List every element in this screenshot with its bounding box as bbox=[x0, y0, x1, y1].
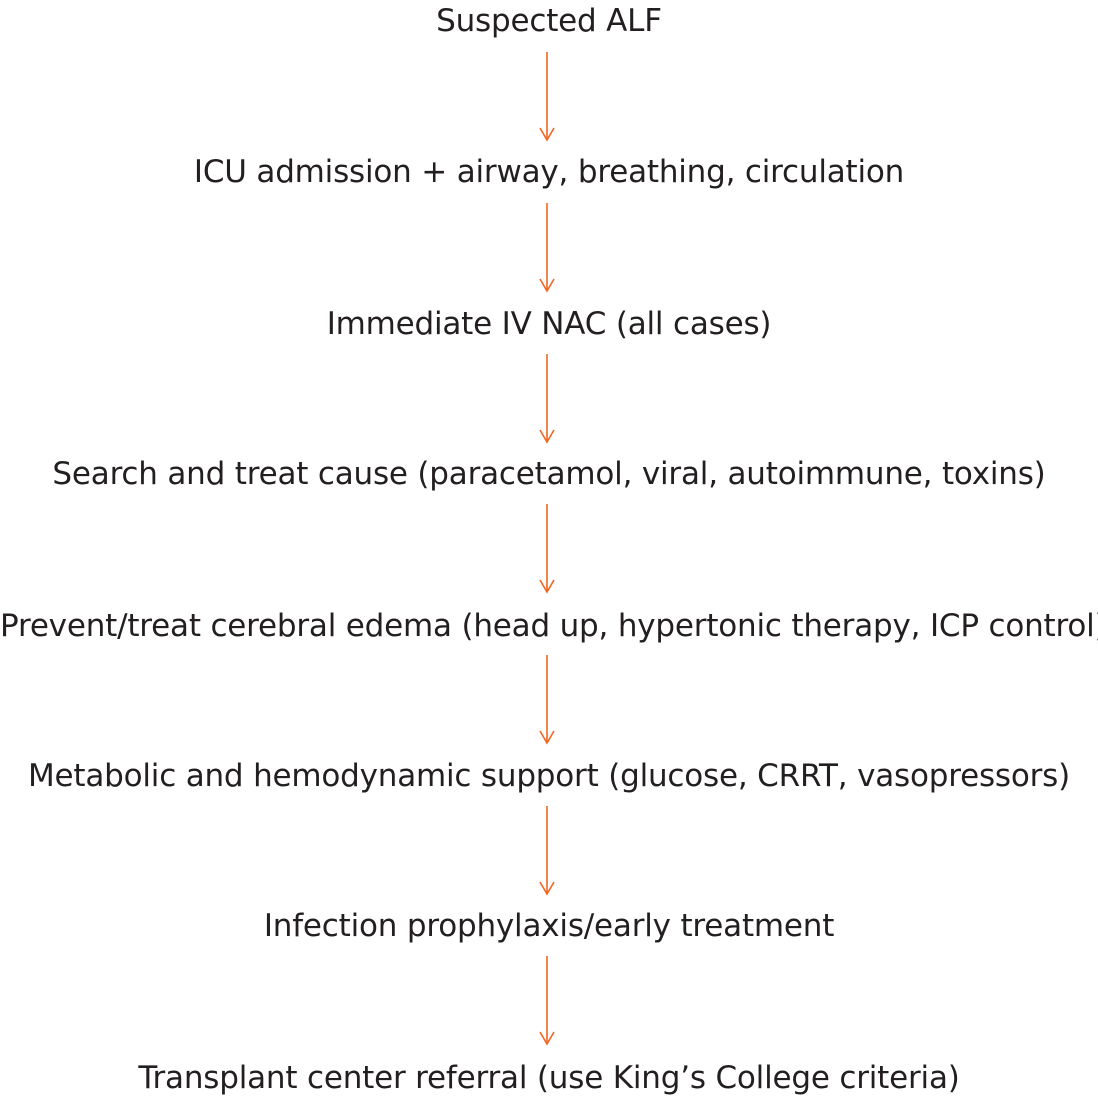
down-arrow-icon bbox=[539, 504, 555, 594]
step-cerebral-edema: Prevent/treat cerebral edema (head up, h… bbox=[0, 608, 1098, 644]
down-arrow-icon bbox=[539, 956, 555, 1046]
down-arrow-icon bbox=[539, 806, 555, 896]
step-infection-prophylaxis: Infection prophylaxis/early treatment bbox=[263, 908, 835, 944]
down-arrow-icon bbox=[539, 354, 555, 444]
step-immediate-iv-nac: Immediate IV NAC (all cases) bbox=[326, 306, 772, 342]
step-transplant-referral: Transplant center referral (use King’s C… bbox=[138, 1060, 960, 1096]
step-icu-admission: ICU admission + airway, breathing, circu… bbox=[193, 154, 905, 190]
step-metabolic-support: Metabolic and hemodynamic support (gluco… bbox=[27, 758, 1071, 794]
step-suspected-alf: Suspected ALF bbox=[436, 3, 662, 39]
down-arrow-icon bbox=[539, 52, 555, 142]
down-arrow-icon bbox=[539, 655, 555, 745]
step-search-treat-cause: Search and treat cause (paracetamol, vir… bbox=[52, 456, 1046, 492]
down-arrow-icon bbox=[539, 203, 555, 293]
